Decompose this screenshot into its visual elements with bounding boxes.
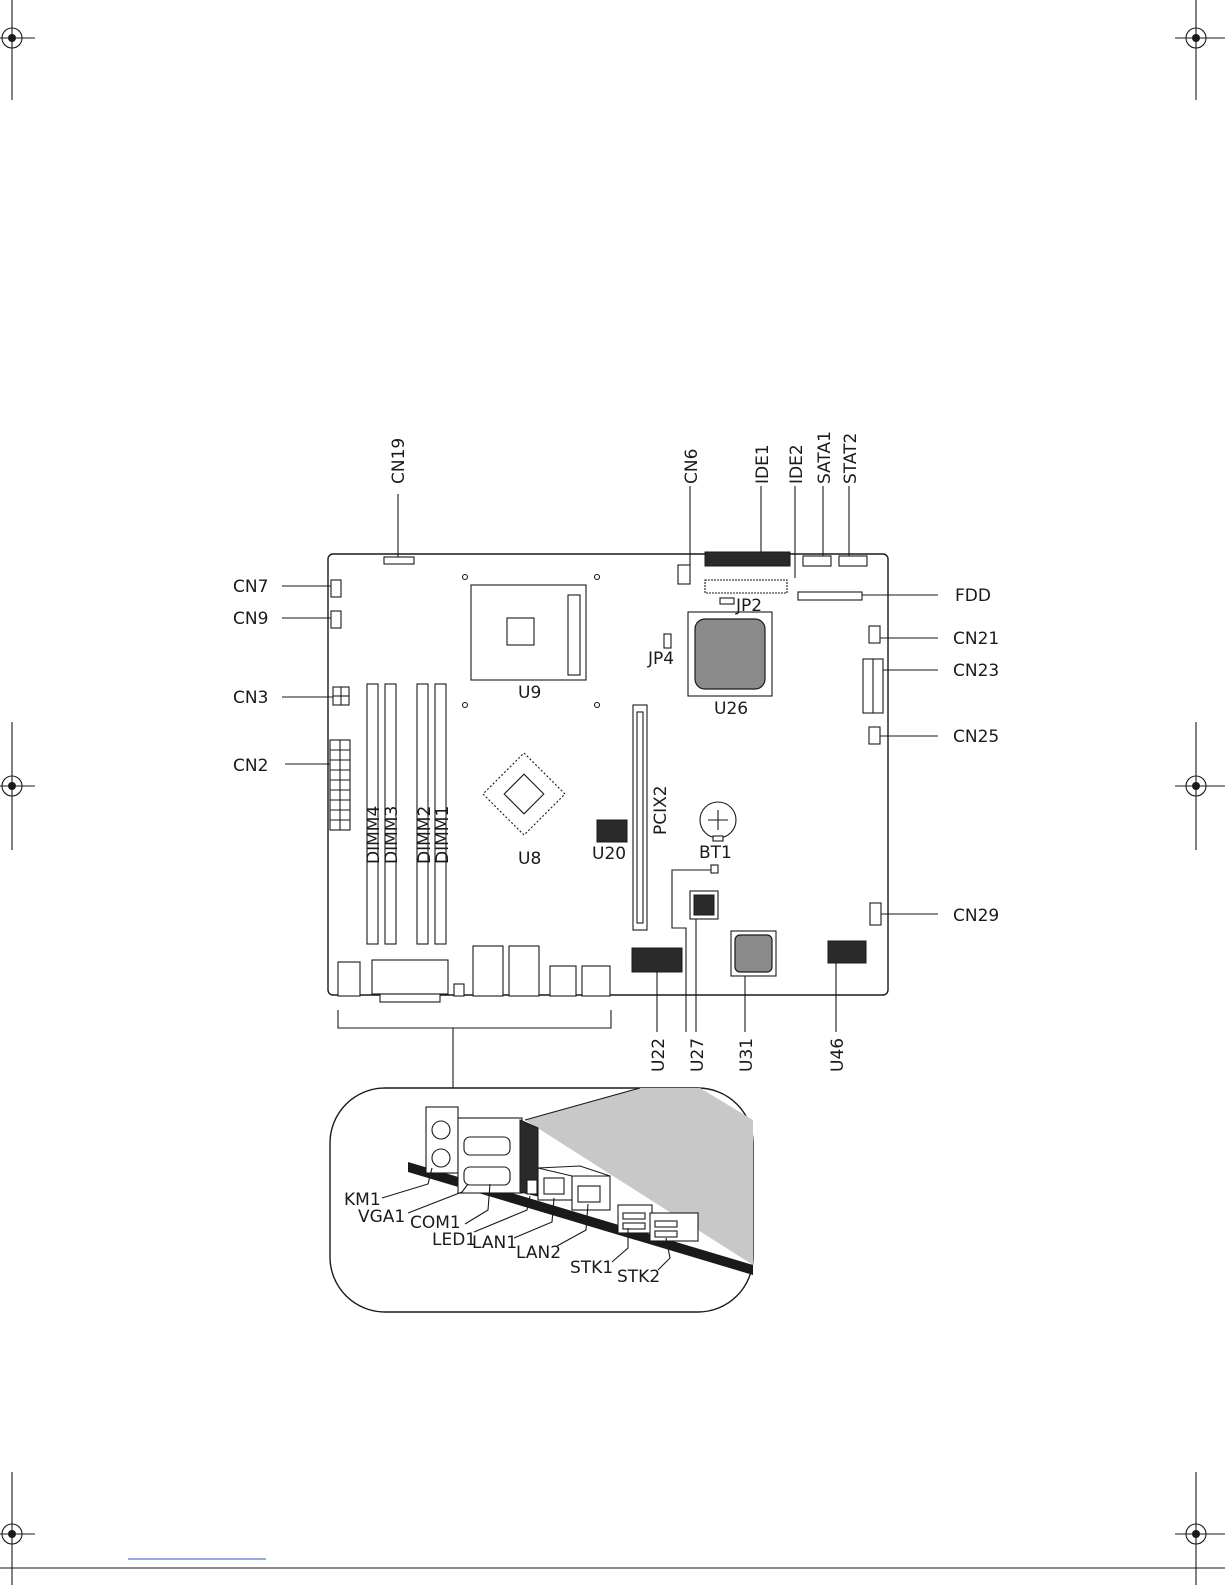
cn9-connector <box>331 611 341 628</box>
label-lan2: LAN2 <box>516 1243 561 1263</box>
label-cn23: CN23 <box>953 661 999 681</box>
rear-panel-inset <box>330 1088 753 1312</box>
reg-mark-top-right <box>1175 0 1225 100</box>
inset-led <box>527 1180 537 1194</box>
label-u8: U8 <box>518 849 541 869</box>
label-cn29: CN29 <box>953 906 999 926</box>
cn7-connector <box>331 580 341 597</box>
label-sata1: SATA1 <box>815 431 835 484</box>
label-u26: U26 <box>714 699 748 719</box>
label-u20: U20 <box>592 844 626 864</box>
label-cn6: CN6 <box>682 449 702 484</box>
label-dimm2: DIMM2 <box>415 806 435 864</box>
u31-chip <box>731 931 776 976</box>
label-dimm3: DIMM3 <box>382 806 402 864</box>
inset-serial-vga-ports <box>458 1118 538 1196</box>
jp4-jumper <box>664 634 671 648</box>
fdd-connector <box>798 592 862 600</box>
jp2-jumper <box>720 598 734 604</box>
label-bt1: BT1 <box>699 843 732 863</box>
label-jp4: JP4 <box>647 649 674 669</box>
reg-mark-mid-right <box>1175 722 1225 850</box>
pcix2-slot <box>633 705 647 930</box>
label-led1: LED1 <box>432 1230 476 1250</box>
label-jp2: JP2 <box>735 596 762 616</box>
cn21-connector <box>869 626 880 643</box>
cn25-connector <box>869 727 880 744</box>
label-cn19: CN19 <box>389 438 409 484</box>
motherboard <box>328 552 888 1002</box>
label-vga1: VGA1 <box>358 1207 405 1227</box>
label-cn9: CN9 <box>233 609 268 629</box>
cn23-connector <box>863 659 883 713</box>
inset-ps2-ports <box>426 1107 458 1173</box>
label-dimm1: DIMM1 <box>433 806 453 864</box>
board-outline <box>328 554 888 995</box>
label-fdd: FDD <box>955 586 991 606</box>
reg-mark-mid-left <box>0 722 35 850</box>
label-lan1: LAN1 <box>472 1233 517 1253</box>
reg-mark-top-left <box>0 0 35 100</box>
u26-chip <box>688 612 772 696</box>
u20-chip <box>597 820 627 842</box>
label-u46: U46 <box>828 1038 848 1072</box>
label-ide1: IDE1 <box>753 444 773 484</box>
label-cn7: CN7 <box>233 577 268 597</box>
u27-jumper <box>711 865 718 873</box>
u22-chip <box>632 948 682 972</box>
label-cn2: CN2 <box>233 756 268 776</box>
label-dimm4: DIMM4 <box>364 806 384 864</box>
ide2-connector <box>705 580 787 593</box>
sata1-connector <box>803 556 831 566</box>
label-stk2: STK2 <box>617 1267 660 1287</box>
label-cn3: CN3 <box>233 688 268 708</box>
label-u22: U22 <box>649 1038 669 1072</box>
cn6-connector <box>678 565 690 584</box>
label-stk1: STK1 <box>570 1258 613 1278</box>
label-stat2: STAT2 <box>841 433 861 484</box>
label-u31: U31 <box>737 1038 757 1072</box>
label-cn25: CN25 <box>953 727 999 747</box>
u27-chip <box>690 891 718 919</box>
ide1-connector <box>705 552 790 566</box>
u46-chip <box>828 941 866 963</box>
cn2-connector <box>330 740 350 830</box>
cn19-connector <box>384 557 414 564</box>
cn29-connector <box>870 903 881 925</box>
label-cn21: CN21 <box>953 629 999 649</box>
label-u27: U27 <box>688 1038 708 1072</box>
label-u9: U9 <box>518 683 541 703</box>
label-pcix2: PCIX2 <box>651 785 671 835</box>
label-ide2: IDE2 <box>787 444 807 484</box>
stat2-connector <box>839 556 867 566</box>
